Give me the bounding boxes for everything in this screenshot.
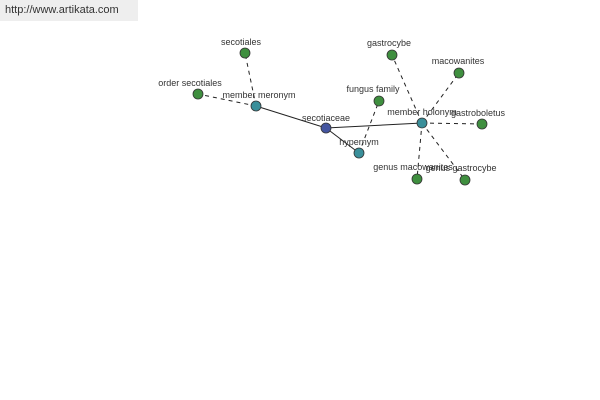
node-order-secotiales[interactable]	[192, 88, 204, 100]
label-layer: secotiaceae member meronym hypernym member …	[158, 37, 505, 173]
edge-hypernym-to-fungus-family	[358, 100, 380, 154]
node-label-order-secotiales[interactable]: order secotiales	[158, 78, 222, 88]
node-gastroboletus[interactable]	[476, 118, 488, 130]
node-member-holonym[interactable]	[416, 117, 428, 129]
node-fungus-family[interactable]	[373, 95, 385, 107]
edge-member-holonym-to-gastroboletus	[421, 122, 483, 125]
node-gastrocybe-top[interactable]	[386, 49, 398, 61]
node-label-member-meronym[interactable]: member meronym	[222, 90, 295, 100]
edge-member-holonym-to-genus-gastrocybe	[421, 122, 466, 181]
edge-member-holonym-to-genus-macowanites	[416, 122, 423, 180]
edge-member-holonym-to-macowanites	[421, 72, 460, 124]
edge-secotiaceae-to-hypernym	[325, 127, 360, 154]
node-label-macowanites[interactable]: macowanites	[432, 56, 485, 66]
node-label-genus-gastrocybe[interactable]: genus gastrocybe	[425, 163, 496, 173]
node-label-genus-macowanites[interactable]: genus macowanites	[373, 162, 453, 172]
edge-layer	[197, 52, 483, 181]
edge-member-meronym-to-order-secotiales	[197, 93, 257, 107]
site-url-label[interactable]: http://www.artikata.com	[0, 0, 138, 21]
node-member-meronym[interactable]	[250, 100, 262, 112]
node-secotiaceae[interactable]	[320, 122, 332, 134]
node-label-fungus-family[interactable]: fungus family	[346, 84, 400, 94]
node-label-secotiales[interactable]: secotiales	[221, 37, 262, 47]
node-layer	[192, 47, 488, 186]
node-label-hypernym[interactable]: hypernym	[339, 137, 379, 147]
edge-member-meronym-to-secotiales	[244, 52, 257, 107]
node-label-member-holonym[interactable]: member holonym	[387, 107, 457, 117]
node-genus-macowanites[interactable]	[411, 173, 423, 185]
node-label-gastroboletus[interactable]: gastroboletus	[451, 108, 506, 118]
node-label-gastrocybe-top[interactable]: gastrocybe	[367, 38, 411, 48]
node-secotiales[interactable]	[239, 47, 251, 59]
node-label-secotiaceae[interactable]: secotiaceae	[302, 113, 350, 123]
node-hypernym[interactable]	[353, 147, 365, 159]
edge-secotiaceae-to-member-meronym	[255, 105, 327, 129]
node-genus-gastrocybe[interactable]	[459, 174, 471, 186]
node-macowanites[interactable]	[453, 67, 465, 79]
edge-secotiaceae-to-member-holonym	[325, 122, 423, 129]
